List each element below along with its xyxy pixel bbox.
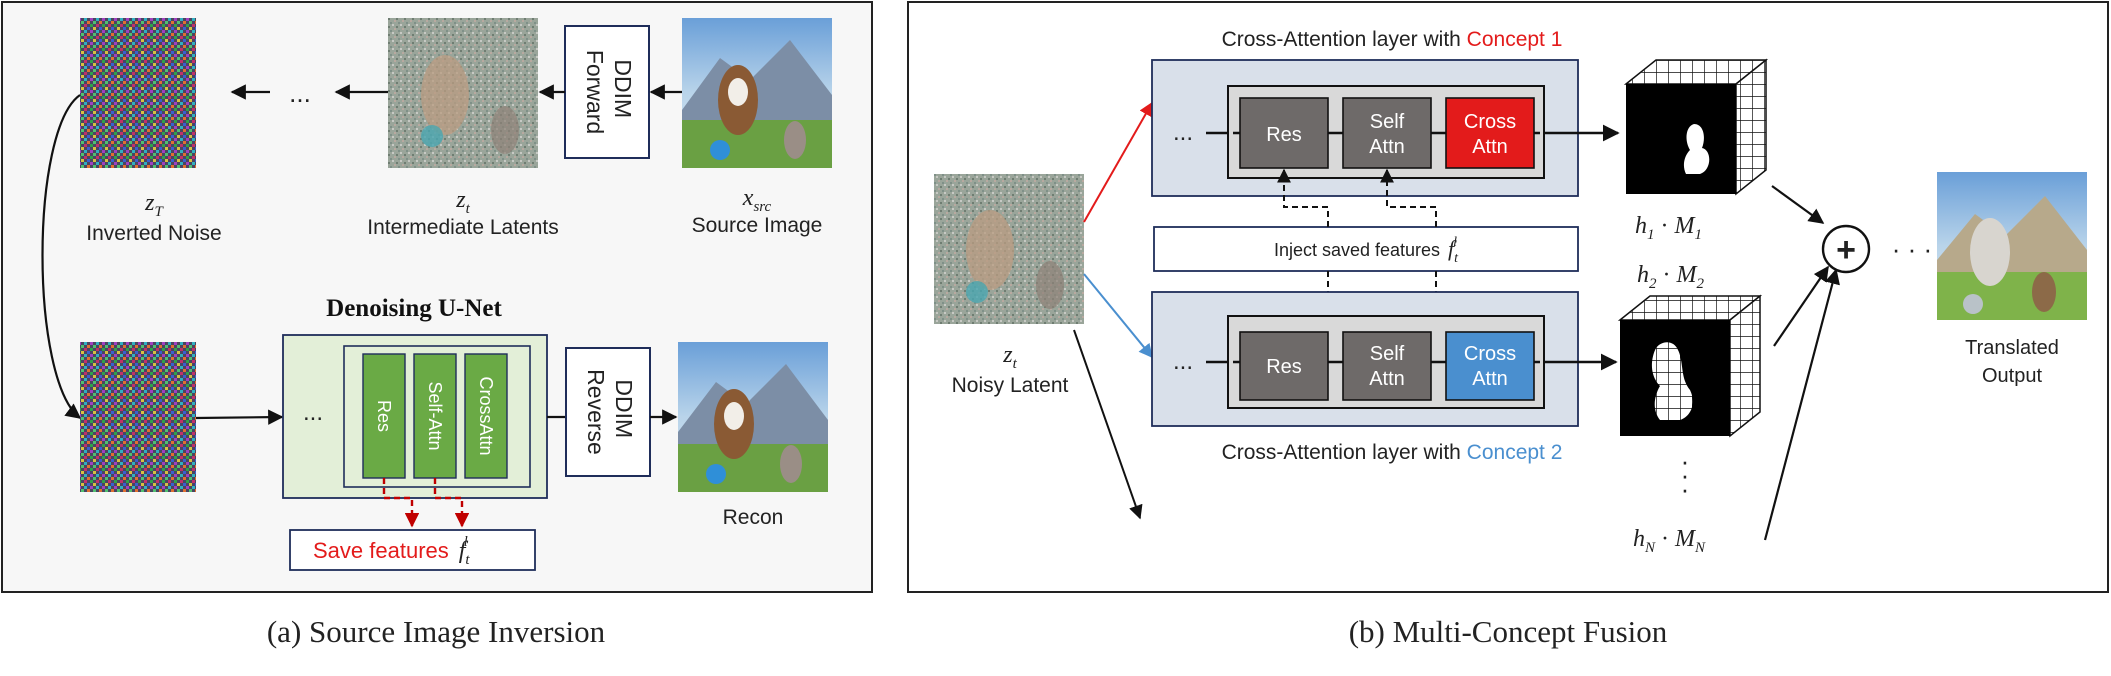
- source-image: [682, 18, 832, 168]
- vertical-dots-2: ·: [1681, 460, 1690, 490]
- noisy-latent-image: [934, 174, 1084, 324]
- self-attn-block-label: Self-Attn: [425, 381, 445, 450]
- mask-cube-1: [1623, 58, 1769, 196]
- noisy-latent-label: Noisy Latent: [952, 374, 1069, 397]
- source-math-label: xsrc: [742, 185, 772, 215]
- panel-b: zt Noisy Latent Cross-Attention layer wi…: [907, 1, 2109, 593]
- horizontal-dots: · · ·: [1892, 234, 1932, 264]
- intermediate-latent-image: [388, 18, 538, 168]
- inject-features-box: [1153, 226, 1579, 272]
- plus-icon: +: [1836, 231, 1856, 269]
- bottom-res-block: [1239, 331, 1329, 401]
- top-ellipsis: ...: [289, 78, 311, 108]
- h1-m1-label: h1·M1: [1635, 213, 1702, 243]
- hn-mn-label: hN·MN: [1633, 526, 1706, 556]
- vertical-dots-3: ·: [1681, 474, 1690, 504]
- recon-label: Recon: [723, 506, 784, 529]
- save-features-box: [289, 529, 536, 571]
- sum-node: [1821, 224, 1871, 274]
- noisy-latent-math: zt: [1002, 342, 1017, 372]
- save-arrow-res: [382, 478, 420, 528]
- top-self-attn-block: [1342, 97, 1432, 169]
- ddim-forward-box: [564, 25, 650, 159]
- top-layer-title: Cross-Attention layer with Concept 1: [1222, 28, 1563, 51]
- arrow-latent-to-concept2: [1083, 273, 1153, 359]
- arrow-noise-down: [41, 94, 82, 419]
- bottom-cross-attn-block: [1445, 331, 1535, 401]
- ddim-forward-label: DDIM Forward: [582, 50, 636, 134]
- h2-m2-label: h2·M2: [1637, 262, 1705, 292]
- save-arrow-self-attn: [433, 478, 470, 528]
- translated-output-image: [1937, 172, 2087, 320]
- res-block: [362, 353, 406, 479]
- mask-cube-2: [1617, 294, 1763, 438]
- caption-b: (b) Multi-Concept Fusion: [1349, 614, 1668, 649]
- caption-a: (a) Source Image Inversion: [267, 614, 606, 649]
- noise-math-label: zT: [144, 190, 164, 220]
- source-image-label: Source Image: [692, 214, 823, 237]
- arrow-mask1-to-sum: [1771, 185, 1825, 224]
- bottom-self-attn-block: [1342, 331, 1432, 401]
- top-cross-attn-block: [1445, 97, 1535, 169]
- arrow-noise-to-unet: [195, 409, 284, 425]
- bottom-layer-title: Cross-Attention layer with Concept 2: [1222, 441, 1563, 464]
- inject-arrow-top-self-attn: [1380, 168, 1437, 227]
- unet-title: Denoising U-Net: [326, 295, 502, 322]
- arrow-latent-to-concept1: [1083, 101, 1153, 223]
- top-res-block: [1239, 97, 1329, 169]
- top-res-label: Res: [1266, 124, 1302, 146]
- vertical-dots-1: ·: [1681, 446, 1690, 476]
- ddim-reverse-box: [565, 347, 651, 477]
- cross-attn-block: [464, 353, 508, 479]
- arrow-mask2-to-sum: [1773, 265, 1829, 347]
- unet-ellipsis: ...: [303, 399, 323, 426]
- bottom-res-label: Res: [1266, 356, 1302, 378]
- top-layer-ellipsis: ...: [1173, 119, 1193, 146]
- intermediate-latents-label: Intermediate Latents: [367, 216, 558, 239]
- arrow-maskn-to-sum: [1763, 268, 1840, 541]
- recon-image: [678, 342, 828, 492]
- inverted-noise-image: [80, 18, 196, 168]
- cross-attn-block-label: CrossAttn: [476, 376, 496, 455]
- arrow-latent-down: [1073, 329, 1143, 520]
- inject-arrow-top-res: [1277, 168, 1329, 227]
- self-attn-block: [413, 353, 457, 479]
- panel-a: DDIM Forward ... zT Inverted Noise zt In…: [1, 1, 873, 593]
- latent-math-label: zt: [455, 187, 470, 217]
- inverted-noise-label: Inverted Noise: [86, 222, 221, 245]
- bottom-noise-image: [80, 342, 196, 492]
- ddim-reverse-label: DDIM Reverse: [583, 369, 637, 455]
- bottom-layer-ellipsis: ...: [1173, 348, 1193, 375]
- res-block-label: Res: [374, 400, 394, 432]
